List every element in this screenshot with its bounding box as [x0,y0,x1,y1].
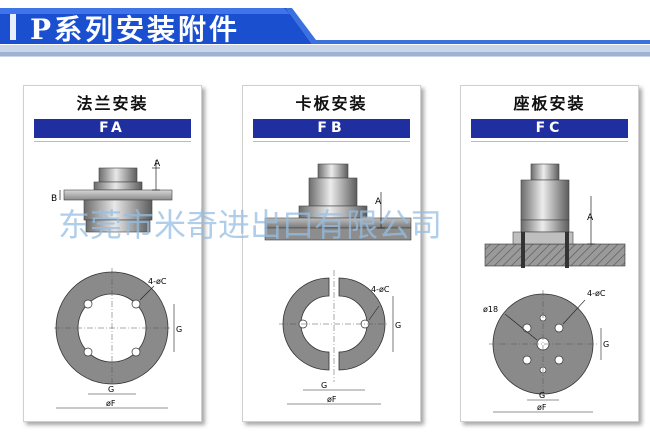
clamp-mount-drawing: A 4-øC G G øF [264,163,412,405]
base-mount-drawing: A ø18 4-øC G G øF [483,163,626,413]
card-base-mount: 座板安装 FC A ø18 [460,85,639,422]
card-code: FA [34,119,191,138]
dim-g-side-label: G [603,340,609,349]
dim-g-bottom-label: G [539,391,545,400]
card-title: 座板安装 [513,94,586,113]
divider [253,141,410,142]
divider [34,141,191,142]
header-banner [0,0,650,62]
card-code: FB [253,119,410,138]
dim-a-label: A [375,197,382,207]
card-code: FC [471,119,628,138]
dim-g-side-label: G [395,321,401,330]
dim-a-label: A [154,159,161,169]
dim-g-bottom-label: G [108,385,114,394]
flange-mount-drawing: A B 4-øC G G øF [51,159,182,409]
page-title: P系列安装附件 [30,13,241,46]
dim-g-side-label: G [176,325,182,334]
card-flange-mount: 法兰安装 FA A B 4-øC [23,85,202,422]
divider [471,141,628,142]
dim-f-label: øF [327,395,337,404]
dim-a-label: A [587,213,594,223]
dim-holes-label: 4-øC [371,285,390,294]
card-title: 法兰安装 [76,94,149,113]
dim-f-label: øF [106,399,116,408]
dim-b-label: B [51,194,57,204]
dim-d18-label: ø18 [483,305,498,314]
dim-holes-label: 4-øC [148,277,167,286]
dim-holes-label: 4-øC [587,289,606,298]
dim-g-bottom-label: G [321,381,327,390]
dim-f-label: øF [537,403,547,412]
card-clamp-mount: 卡板安装 FB A 4-øC G G øF [242,85,421,422]
card-title: 卡板安装 [295,94,368,113]
